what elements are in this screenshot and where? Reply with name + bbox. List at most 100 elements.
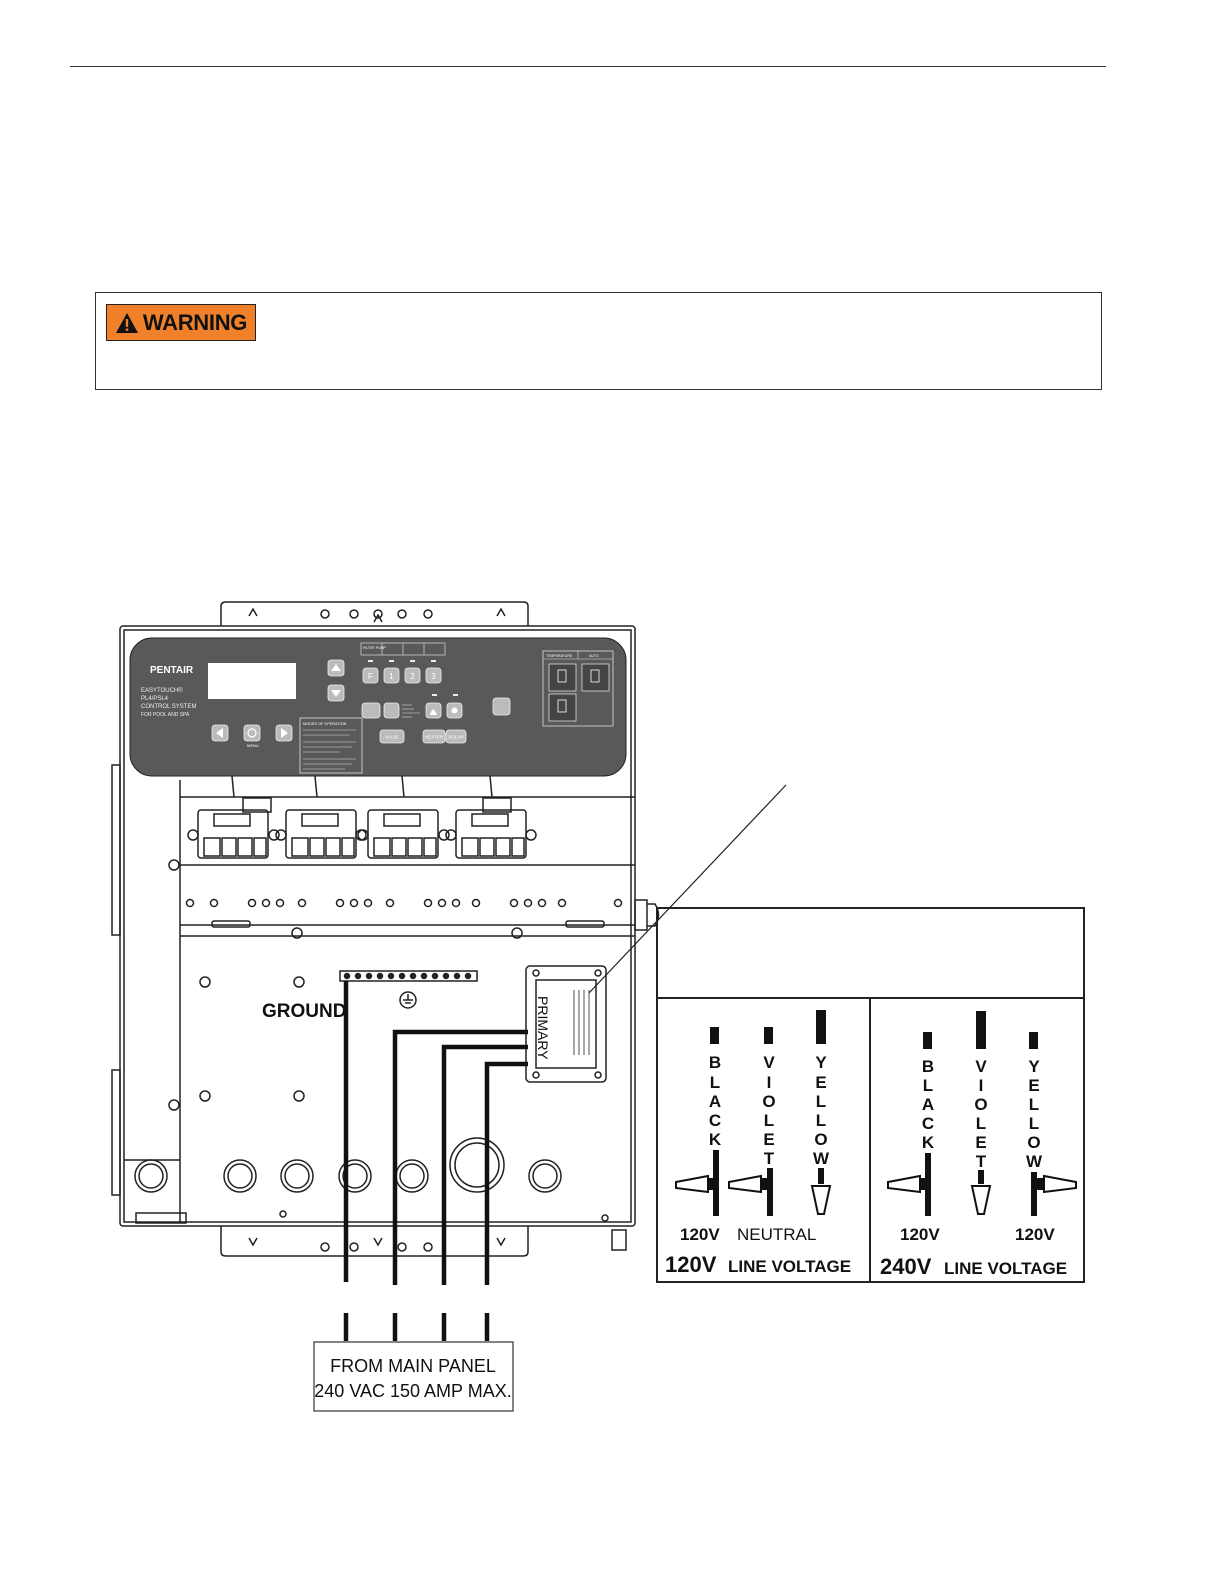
relay-2 bbox=[275, 809, 367, 859]
warning-label: WARNING bbox=[142, 309, 248, 335]
w240-black-l: L bbox=[923, 1076, 933, 1095]
w120-black-a: A bbox=[709, 1092, 721, 1111]
aux3-button[interactable] bbox=[425, 667, 442, 684]
lower-compartment bbox=[134, 970, 609, 1222]
w120-yellow-connector bbox=[810, 1185, 832, 1215]
w240-violet-connector bbox=[970, 1185, 992, 1215]
right-arrow-icon bbox=[281, 728, 288, 738]
main-panel-box bbox=[313, 1341, 514, 1412]
valve-button[interactable] bbox=[379, 729, 405, 744]
valve-label: VALVE bbox=[385, 735, 399, 740]
wiring-240v: B L A C K V I O L E T Y E L L O W bbox=[887, 1011, 1077, 1216]
w120-black-c: C bbox=[709, 1111, 721, 1130]
w120-label-120v: 120V bbox=[680, 1225, 720, 1244]
warning-badge: WARNING bbox=[106, 304, 256, 341]
w240-violet-l: L bbox=[976, 1114, 986, 1133]
filter-pump-button[interactable] bbox=[362, 667, 379, 684]
btn-3-label: 3 bbox=[431, 672, 436, 681]
left-arrow-icon bbox=[216, 728, 223, 738]
w240-black-a: A bbox=[922, 1095, 934, 1114]
sun-icon bbox=[451, 707, 458, 714]
ground-label: GROUND bbox=[262, 1001, 346, 1022]
reset-button[interactable] bbox=[492, 697, 511, 716]
w120-violet-v: V bbox=[763, 1053, 775, 1072]
modes-box bbox=[299, 717, 363, 774]
w240-black-k: K bbox=[922, 1133, 935, 1152]
relay-section bbox=[168, 775, 635, 939]
heater-button[interactable] bbox=[422, 729, 446, 744]
btn-f-label: F bbox=[368, 672, 373, 681]
lcd-display bbox=[208, 663, 296, 699]
ground-symbol-icon bbox=[399, 991, 417, 1009]
transformer-primary-label: PRIMARY bbox=[535, 996, 551, 1060]
w240-yellow-l2: L bbox=[1029, 1114, 1039, 1133]
w240-yellow-o: O bbox=[1027, 1133, 1040, 1152]
w240-title-small: LINE VOLTAGE bbox=[944, 1259, 1067, 1278]
w120-yellow-y: Y bbox=[815, 1053, 827, 1072]
btn-2-label: 2 bbox=[410, 672, 415, 681]
w240-label-120v-a: 120V bbox=[900, 1225, 940, 1244]
bottom-bracket bbox=[220, 1226, 627, 1257]
warning-box: WARNING bbox=[95, 292, 1102, 390]
main-panel-line2: 240 VAC 150 AMP MAX. bbox=[314, 1381, 511, 1401]
w120-violet-i: I bbox=[767, 1073, 772, 1092]
mode-button[interactable] bbox=[361, 702, 381, 719]
menu-button[interactable] bbox=[243, 724, 261, 742]
w120-yellow-l2: L bbox=[816, 1111, 826, 1130]
w120-violet-t: T bbox=[764, 1149, 775, 1168]
heater-label: HEATER bbox=[425, 735, 444, 740]
panel-brand: PENTAIR bbox=[150, 665, 194, 676]
header-rule bbox=[70, 66, 1106, 67]
w120-violet-l: L bbox=[764, 1111, 774, 1130]
w240-black-b: B bbox=[922, 1057, 934, 1076]
temp-label: TEMPERATURE bbox=[546, 654, 573, 658]
w240-yellow-e: E bbox=[1028, 1076, 1039, 1095]
solar-mode-button[interactable] bbox=[445, 729, 467, 744]
down-arrow-icon bbox=[331, 690, 341, 697]
w120-black-b: B bbox=[709, 1053, 721, 1072]
wiring-detail-panel bbox=[656, 907, 1085, 1283]
w240-violet-v: V bbox=[975, 1057, 987, 1076]
w120-yellow-e: E bbox=[815, 1073, 826, 1092]
wiring-120v: B L A C K V I O L E T Y E L L O W bbox=[675, 1010, 832, 1216]
relay-4 bbox=[445, 797, 537, 859]
btn-1-label: 1 bbox=[389, 672, 394, 681]
aux2-button[interactable] bbox=[404, 667, 421, 684]
w240-violet-t: T bbox=[976, 1152, 987, 1171]
w120-title-big: 120V bbox=[665, 1252, 717, 1277]
w240-yellow-l1: L bbox=[1029, 1095, 1039, 1114]
w120-title-small: LINE VOLTAGE bbox=[728, 1257, 851, 1276]
menu-label: MENU bbox=[247, 743, 259, 748]
relay-3 bbox=[357, 809, 450, 859]
panel-product-line1: EASYTOUCH® bbox=[141, 687, 183, 694]
w120-black-connector bbox=[675, 1174, 709, 1194]
aux1-button[interactable] bbox=[383, 667, 400, 684]
refresh-icon bbox=[247, 728, 257, 738]
panel-product-line2: PL4/PSL4 bbox=[141, 696, 169, 702]
solar-label: SOLAR bbox=[448, 735, 464, 740]
leader-line bbox=[588, 784, 787, 994]
auto-label: AUTO bbox=[589, 654, 599, 658]
w240-black-c: C bbox=[922, 1114, 934, 1133]
w120-violet-e: E bbox=[763, 1130, 774, 1149]
main-panel-line1: FROM MAIN PANEL bbox=[330, 1356, 496, 1376]
w240-violet-i: I bbox=[979, 1076, 984, 1095]
w240-violet-e: E bbox=[975, 1133, 986, 1152]
w240-yellow-connector bbox=[1043, 1174, 1077, 1194]
wire-breaks bbox=[336, 1285, 499, 1313]
modes-label: MODES OF OPERATION bbox=[303, 722, 347, 726]
w240-violet-o: O bbox=[974, 1095, 987, 1114]
warning-triangle-icon bbox=[115, 312, 138, 333]
w240-yellow-y: Y bbox=[1028, 1057, 1040, 1076]
w120-violet-connector bbox=[728, 1174, 762, 1194]
transformer bbox=[525, 965, 607, 1083]
w120-black-l: L bbox=[710, 1073, 720, 1092]
top-bracket bbox=[220, 601, 529, 626]
control-panel: PENTAIR EASYTOUCH® PL4/PSL4 CONTROL SYST… bbox=[129, 637, 627, 777]
w240-label-120v-b: 120V bbox=[1015, 1225, 1055, 1244]
w240-black-connector bbox=[887, 1174, 921, 1194]
spa-button[interactable] bbox=[383, 702, 400, 719]
supply-wires bbox=[343, 981, 528, 1341]
w240-yellow-w: W bbox=[1026, 1152, 1043, 1171]
